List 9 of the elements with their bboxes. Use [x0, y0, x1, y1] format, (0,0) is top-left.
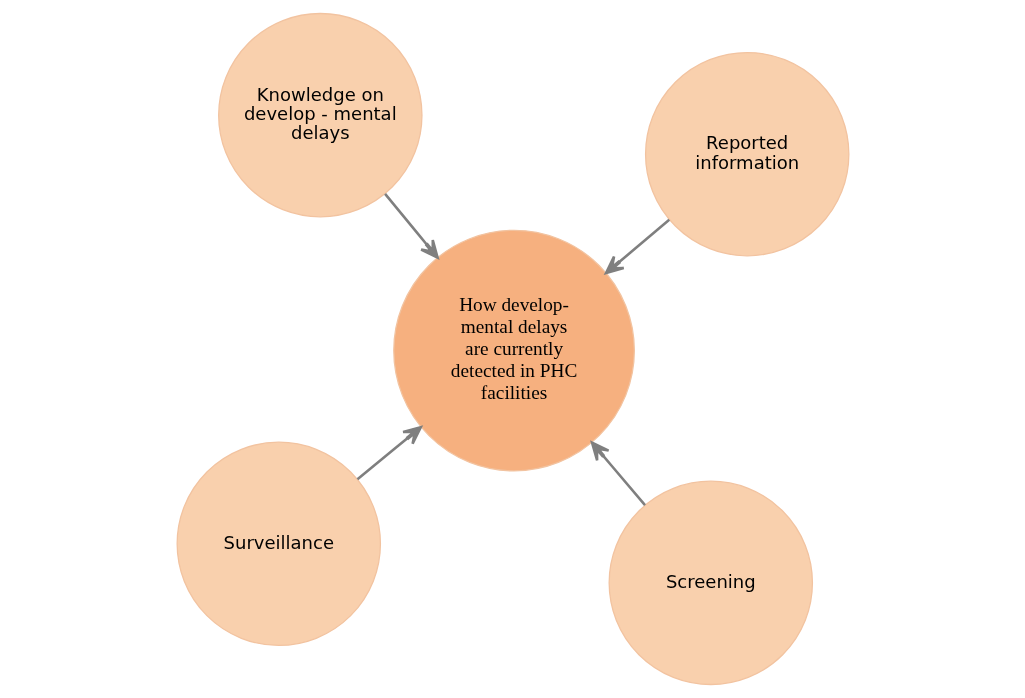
arrow: [590, 441, 646, 507]
node-circle: How develop- mental delays are currently detected in PHC facilities: [392, 229, 635, 472]
node-circle: Screening: [608, 480, 813, 686]
arrow: [356, 425, 422, 481]
node-circle: Reported information: [644, 51, 849, 257]
arrow: [383, 193, 439, 259]
node-circle: Surveillance: [176, 441, 381, 647]
node-circle: Knowledge on develop - mental delays: [217, 12, 423, 218]
arrow: [604, 218, 670, 275]
